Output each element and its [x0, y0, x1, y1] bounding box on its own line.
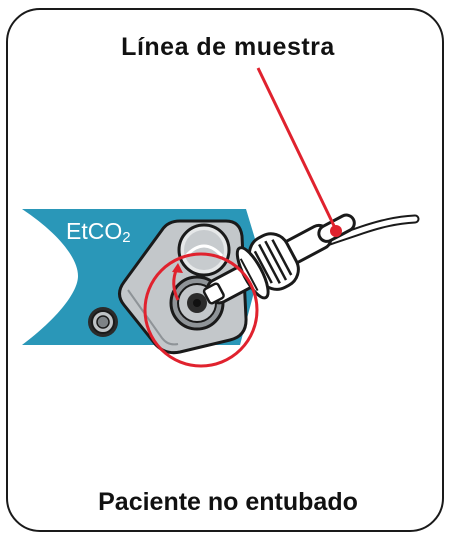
caption-label: Paciente no entubado [98, 488, 358, 516]
highlight-circle [143, 252, 259, 368]
etco2-main-text: EtCO [66, 218, 123, 244]
leader-line [256, 67, 338, 231]
upper-port [177, 223, 231, 277]
sample-line-label: Línea de muestra [121, 33, 335, 61]
etco2-subscript: 2 [122, 229, 131, 246]
exhaust-fitting [88, 307, 118, 337]
leader-dot [330, 225, 342, 237]
connector [202, 213, 356, 305]
etco2-port-label: EtCO2 [66, 218, 131, 246]
